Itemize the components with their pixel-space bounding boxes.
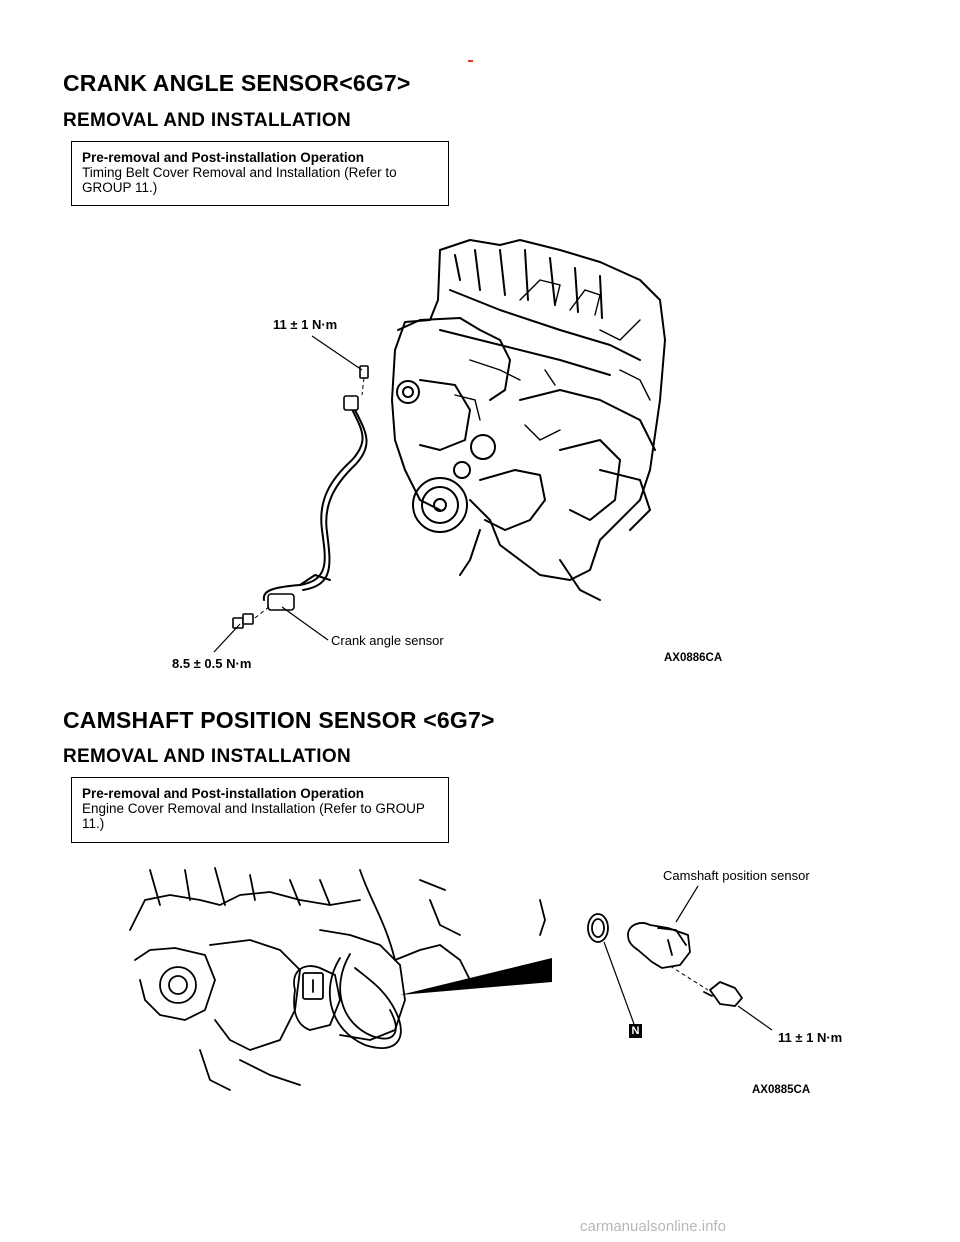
section2-note-text: Engine Cover Removal and Installation (R… (82, 801, 425, 831)
section1-torque-top: 11 ± 1 N·m (273, 317, 338, 332)
top-color-mark (468, 60, 473, 62)
footer-watermark: carmanualsonline.info (580, 1218, 726, 1235)
section2-title: CAMSHAFT POSITION SENSOR <6G7> (63, 707, 495, 733)
section1-figure-code: AX0886CA (664, 652, 723, 664)
section2-figure-code: AX0885CA (752, 1084, 811, 1096)
section2-note-box: Pre-removal and Post-installation Operat… (71, 777, 449, 843)
section1-note-text: Timing Belt Cover Removal and Installati… (82, 165, 397, 195)
section2-subtitle: REMOVAL AND INSTALLATION (63, 746, 351, 767)
section1-note-box: Pre-removal and Post-installation Operat… (71, 141, 449, 206)
new-part-marker: N (629, 1024, 642, 1038)
section1-note-title: Pre-removal and Post-installation Operat… (82, 150, 365, 165)
callout-wedge (400, 958, 552, 995)
section2-part-label: Camshaft position sensor (663, 868, 810, 883)
section1-title: CRANK ANGLE SENSOR<6G7> (63, 70, 411, 96)
section2-torque: 11 ± 1 N·m (778, 1030, 843, 1045)
section1-torque-bottom: 8.5 ± 0.5 N·m (172, 656, 252, 671)
section2-note-title: Pre-removal and Post-installation Operat… (82, 786, 365, 801)
section1-part-label: Crank angle sensor (331, 633, 444, 648)
section1-subtitle: REMOVAL AND INSTALLATION (63, 110, 351, 131)
